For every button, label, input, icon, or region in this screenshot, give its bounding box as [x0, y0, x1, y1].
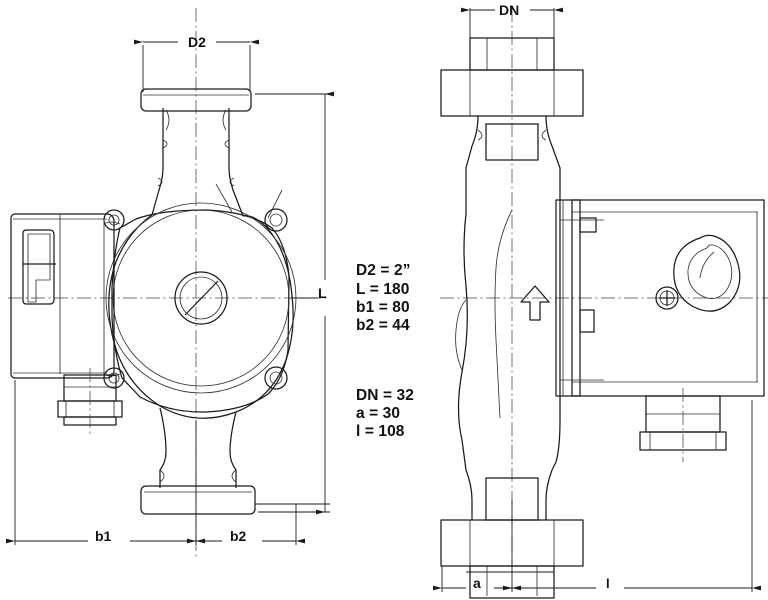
- dimension-d2: [134, 39, 259, 92]
- center-plug-outer: [174, 271, 228, 325]
- terminal-cover: [22, 229, 55, 305]
- side-inner-profile: [494, 209, 513, 419]
- bottom-neck-detail-l: [159, 469, 165, 483]
- bolt-hole-br: [269, 371, 283, 385]
- cable-gland-nut: [57, 400, 123, 418]
- side-upper-right: [545, 115, 561, 204]
- bolt-boss-br: [264, 366, 288, 390]
- center-plug-slot: [184, 280, 219, 316]
- motor-tab-mid: [579, 309, 595, 333]
- dimension-l: [255, 91, 334, 515]
- dim-label-a: a: [473, 575, 481, 591]
- bottom-union-nut: [440, 519, 584, 567]
- front-view-group: [6, 8, 334, 560]
- neck-detail-left-a: [162, 139, 168, 149]
- teardrop-emblem: [673, 234, 741, 312]
- body-lead-a: [215, 183, 233, 213]
- dimension-a-l: [433, 400, 761, 592]
- side-upper-left: [465, 115, 479, 214]
- dim-label-b1: b1: [95, 528, 112, 544]
- screw-outer: [655, 286, 679, 310]
- cross-head-screw: [655, 286, 679, 310]
- dim-label-dn: DN: [499, 2, 520, 18]
- top-neck-right: [228, 108, 244, 217]
- pump-body-outline: [108, 214, 294, 419]
- specs-group-2: DN = 32 a = 30 l = 108: [356, 386, 414, 441]
- motor-housing: [111, 209, 290, 413]
- flow-direction-arrow: [520, 285, 550, 321]
- bottom-pipe-stub: [469, 565, 555, 599]
- bolt-boss-group: [103, 208, 288, 390]
- side-motor-housing: [571, 199, 765, 397]
- dim-label-l: L: [318, 285, 327, 301]
- side-body-bulge: [455, 299, 467, 371]
- bottom-neck-right: [229, 411, 237, 488]
- emblem-highlight: [699, 251, 715, 279]
- dimension-b1-b2: [6, 380, 305, 545]
- emblem-outer: [673, 234, 741, 312]
- side-lower-left: [465, 469, 473, 520]
- motor-mount-flange: [555, 199, 581, 397]
- dim-label-d2: D2: [188, 34, 206, 50]
- neck-fillet-right: [222, 109, 227, 131]
- top-union-nut: [440, 69, 584, 117]
- side-gland-nut-edges: [649, 432, 717, 450]
- dim-label-l-side: l: [606, 576, 610, 591]
- motor-circle-inner: [112, 209, 290, 387]
- neck-fillet-left: [165, 109, 170, 131]
- body-lead-b: [267, 189, 283, 219]
- side-upper-detail-l: [477, 129, 483, 141]
- motor-tab-top: [579, 217, 597, 233]
- side-volute-left: [457, 213, 468, 471]
- bolt-boss-tr: [264, 208, 288, 232]
- bottom-neck-detail-r: [231, 469, 237, 483]
- dimension-dn: [461, 7, 563, 40]
- center-plug-inner: [179, 276, 223, 320]
- cable-gland-nut-edges: [65, 401, 115, 417]
- neck-detail-right-b: [229, 177, 235, 187]
- side-gland-nut: [639, 431, 727, 451]
- emblem-inner: [687, 244, 733, 300]
- neck-detail-right-a: [224, 139, 230, 149]
- bolt-hole-tr: [269, 213, 283, 227]
- side-upper-detail-r: [541, 129, 547, 141]
- bottom-neck-left: [159, 407, 167, 488]
- boss-lead-tl: [103, 221, 121, 225]
- neck-detail-left-b: [157, 177, 163, 187]
- side-view-group: [433, 7, 768, 599]
- cable-gland-tip: [63, 416, 117, 426]
- bottom-flange: [140, 485, 256, 515]
- side-bore-rect: [485, 123, 539, 161]
- specs-group-1: D2 = 2” L = 180 b1 = 80 b2 = 44: [356, 262, 411, 335]
- terminal-box: [10, 213, 115, 379]
- side-lower-right: [545, 469, 553, 520]
- top-neck-left: [151, 108, 164, 216]
- specifications-block: D2 = 2” L = 180 b1 = 80 b2 = 44 DN = 32 …: [356, 226, 466, 478]
- dim-label-b2: b2: [230, 528, 247, 544]
- terminal-cover-inner: [27, 233, 51, 303]
- side-volute-right: [551, 204, 561, 471]
